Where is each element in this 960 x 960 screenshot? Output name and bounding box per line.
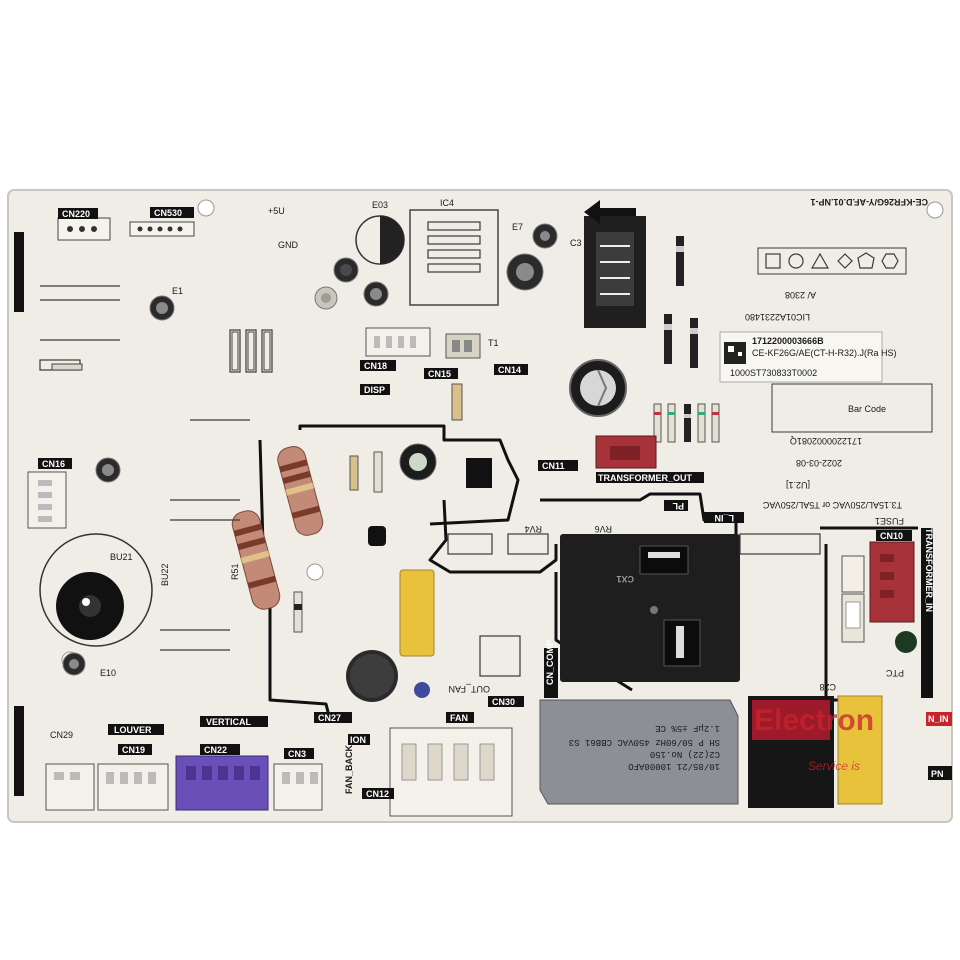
label-e1: E1 (172, 286, 183, 296)
connector-cn19 (97, 763, 169, 811)
barcode-box (771, 383, 933, 433)
serial-sticker: 1712200003666B CE-KF26G/AE(CT-H-R32).J(R… (719, 331, 897, 383)
label-transformer-out: TRANSFORMER_OUT (598, 473, 693, 483)
watermark-text: Electron (754, 704, 874, 737)
power-resistors (231, 446, 324, 610)
buzzer-footprint (39, 533, 153, 647)
connector-cn220-pins (67, 226, 97, 232)
label-rev: [U2.1] (786, 480, 810, 490)
label-cn3: CN3 (288, 749, 306, 759)
small-disc (414, 682, 430, 698)
label-ion: ION (350, 735, 366, 745)
transistor (368, 526, 386, 546)
label-l-in: L_IN (714, 513, 734, 523)
label-pn: PN (931, 769, 944, 779)
silkscreen-detail (39, 285, 821, 677)
label-n-in: N_IN (928, 714, 949, 724)
label-vertical: VERTICAL (206, 717, 252, 727)
label-c3: C3 (570, 238, 582, 248)
label-cn30: CN30 (492, 697, 515, 707)
mounting-hole (197, 199, 215, 217)
shape-symbols (765, 252, 899, 269)
label-rv4: RV4 (525, 524, 542, 534)
label-c28: C28 (819, 682, 836, 692)
ptc-thermistor (895, 631, 917, 653)
label-bu21: BU21 (110, 552, 133, 562)
label-lot: LIC01A2231480 (745, 312, 810, 322)
label-serial2: 1712200002081Q (790, 436, 862, 446)
capacitor-cluster (62, 257, 389, 676)
label-rv6: RV6 (595, 524, 612, 534)
sticker-model: CE-KF26G/AE(CT-H-R32).J(Ra HS) (752, 348, 897, 358)
cap-text-1: 10/85/21 10000AFO (628, 761, 720, 771)
label-e10: E10 (100, 668, 116, 678)
connector-cn29 (45, 763, 95, 811)
cap-text-4: 1.2μF ±5% CE (655, 723, 720, 733)
label-date-code: A/ 2308 (785, 290, 816, 300)
board-model-label: CE-KFR26G/Y-AF.D.01.NP-1 (810, 197, 928, 207)
connector-cn3-fan-back (273, 763, 323, 811)
label-cn29: CN29 (50, 730, 73, 740)
label-disp: DISP (364, 385, 385, 395)
edge-marker (14, 232, 24, 312)
label-cn18: CN18 (364, 361, 387, 371)
ic-chip (466, 458, 492, 488)
label-fuse1: FUSE1 (875, 516, 904, 526)
label-ptc: PTC (885, 668, 904, 678)
label-plus5v: +5U (268, 206, 285, 216)
sticker-serial: 1712200003666B (752, 336, 824, 346)
label-cn-comp: CN_COMP (545, 640, 555, 685)
connector-cn22-vertical (175, 755, 269, 811)
label-e7: E7 (512, 222, 523, 232)
cap-text-3: SH P 50/60Hz 450VAC CBB61 S3 (569, 737, 720, 747)
label-cn27: CN27 (318, 713, 341, 723)
sticker-code: 1000ST730833T0002 (730, 368, 817, 378)
mounting-hole (926, 201, 944, 219)
label-cn19: CN19 (122, 745, 145, 755)
watermark-sub: Service is (808, 759, 860, 773)
connector-t1 (445, 333, 481, 359)
label-cx1: CX1 (616, 574, 634, 584)
label-bu22: BU22 (160, 563, 170, 586)
run-capacitor: 10/85/21 10000AFO C2(22) No.150 SH P 50/… (539, 699, 739, 805)
label-fan-back: FAN_BACK (344, 744, 354, 794)
label-cn15: CN15 (428, 369, 451, 379)
label-barcode: Bar Code (848, 404, 886, 414)
label-cn10: CN10 (880, 531, 903, 541)
label-pl: PL (672, 501, 684, 511)
label-gnd: GND (278, 240, 299, 250)
resistor-row (653, 403, 720, 443)
mounting-hole (306, 563, 324, 581)
label-cn530: CN530 (154, 208, 182, 218)
resistor-small-row (51, 331, 463, 633)
edge-marker (921, 528, 933, 698)
label-ic4: IC4 (440, 198, 454, 208)
edge-marker (14, 706, 24, 796)
label-cn16: CN16 (42, 459, 65, 469)
label-cn22: CN22 (204, 745, 227, 755)
label-e03: E03 (372, 200, 388, 210)
label-transformer-in: TRANSFORMER_IN (924, 528, 934, 612)
capacitor-yellow-right (837, 695, 883, 805)
label-cn11: CN11 (542, 461, 565, 471)
label-cn12: CN12 (366, 789, 389, 799)
label-r51: R51 (230, 563, 240, 580)
cap-text-2: C2(22) No.150 (650, 749, 720, 759)
label-cn14: CN14 (498, 365, 521, 375)
fuse-holder (841, 555, 865, 643)
label-date: 2022-03-08 (796, 458, 842, 468)
label-t1: T1 (488, 338, 499, 348)
label-louver: LOUVER (114, 725, 152, 735)
label-fan: FAN (450, 713, 468, 723)
diode-group (664, 236, 698, 368)
ic4-footprint (409, 209, 499, 306)
capacitor-yellow (399, 569, 435, 657)
label-cn220: CN220 (62, 209, 90, 219)
label-out-fan: OUT_FAN (448, 684, 490, 694)
arrow-marker (584, 200, 636, 224)
label-fuse-rating: T3.15AL/250VAC or T5AL/250VAC (762, 500, 902, 510)
